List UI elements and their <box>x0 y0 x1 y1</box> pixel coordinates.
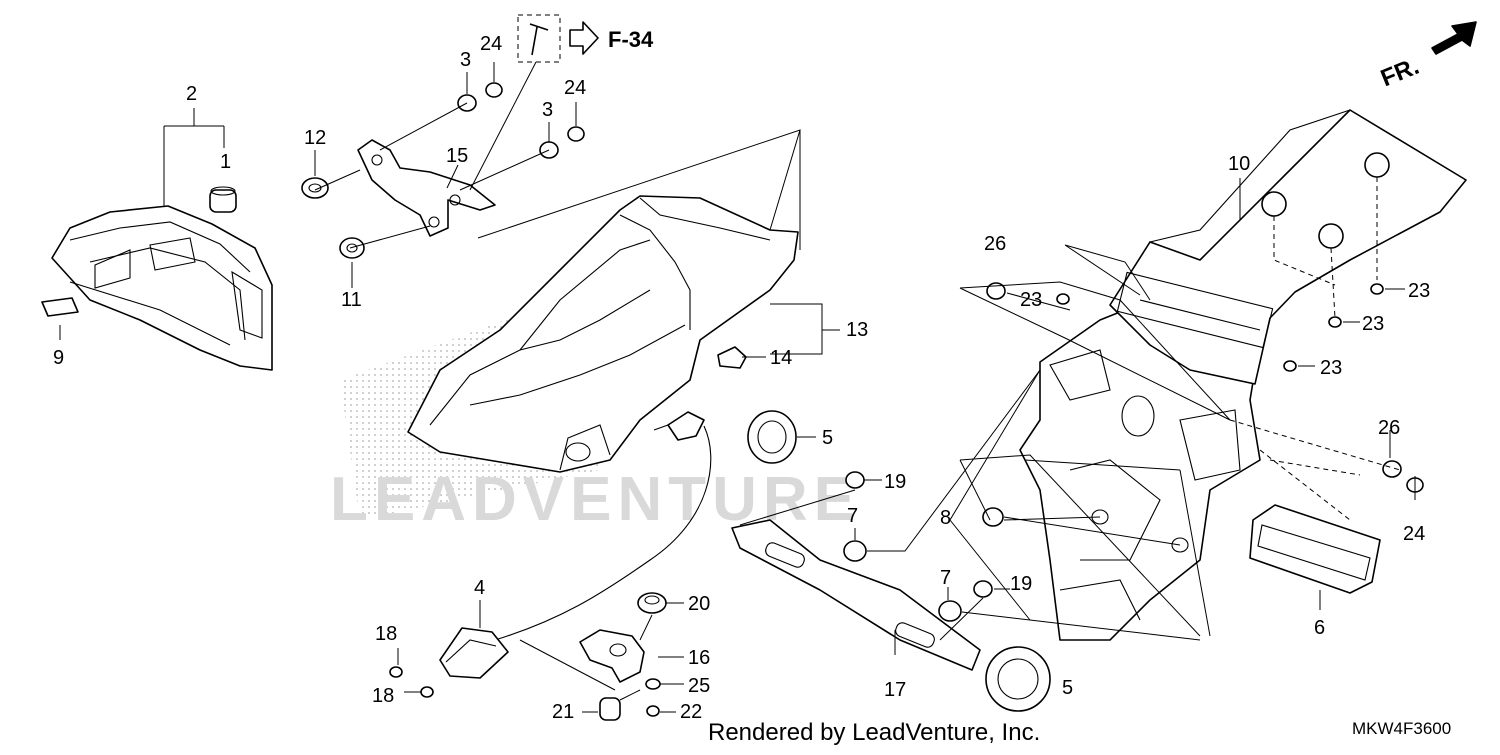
front-label: FR. <box>1377 53 1423 93</box>
callout-3a: 3 <box>460 49 471 71</box>
screw-part-18b <box>420 686 434 698</box>
rear-fender-part-13 <box>407 195 799 473</box>
callout-23b: 23 <box>1408 280 1430 302</box>
washer-part-25 <box>645 678 661 690</box>
callout-26b: 26 <box>1378 417 1400 439</box>
clip-part-14 <box>717 346 747 369</box>
callout-labels: 1 2 3 3 4 5 5 6 7 7 8 9 10 11 12 13 14 1… <box>53 33 1430 723</box>
callout-15: 15 <box>446 145 468 167</box>
callout-10: 10 <box>1228 153 1250 175</box>
callout-21: 21 <box>552 701 574 723</box>
license-bracket-part-17 <box>731 519 981 671</box>
watermark-text: LEADVENTURE <box>330 465 861 534</box>
leader-lines <box>59 61 1416 713</box>
nut-part-24b <box>567 126 585 142</box>
callout-24b: 24 <box>564 77 586 99</box>
grommet-part-20 <box>637 592 667 614</box>
callout-23d: 23 <box>1320 357 1342 379</box>
callout-24c: 24 <box>1403 523 1425 545</box>
bracket-part-15 <box>357 139 496 237</box>
reflector-part-5b <box>985 646 1051 712</box>
callout-8: 8 <box>940 507 951 529</box>
collar-part-8 <box>982 507 1004 527</box>
callout-24a: 24 <box>480 33 502 55</box>
wire-harness <box>494 411 712 641</box>
callout-14: 14 <box>770 347 792 369</box>
callout-19b: 19 <box>1010 573 1032 595</box>
callout-26a: 26 <box>984 233 1006 255</box>
washer-part-26b <box>1382 460 1402 478</box>
callout-13: 13 <box>846 319 868 341</box>
callout-16: 16 <box>688 647 710 669</box>
callout-5b: 5 <box>1062 677 1073 699</box>
cap-part-21 <box>599 697 621 721</box>
screw-part-18a <box>389 666 403 678</box>
footer-credit: Rendered by LeadVenture, Inc. <box>708 719 1040 746</box>
seat-cowl-part-2 <box>51 205 273 371</box>
reflector-part-6 <box>1249 504 1381 594</box>
callout-17: 17 <box>884 679 906 701</box>
nut-part-19a <box>845 471 865 489</box>
grommet-part-7b <box>938 600 962 622</box>
diagram-code: MKW4F3600 <box>1352 719 1451 738</box>
nut-part-24a <box>485 82 503 98</box>
license-light-part-4 <box>439 627 509 679</box>
callout-18b: 18 <box>372 685 394 707</box>
ref-label: F-34 <box>608 27 654 52</box>
callout-19a: 19 <box>884 471 906 493</box>
ref-bolt-box: F-34 <box>517 14 654 63</box>
callout-5a: 5 <box>822 427 833 449</box>
rubber-part-1 <box>209 186 237 213</box>
grommet-part-12 <box>301 177 329 199</box>
callout-4: 4 <box>474 577 485 599</box>
tray-part-10 <box>1109 109 1467 385</box>
callout-2: 2 <box>186 83 197 105</box>
front-direction-indicator: FR. <box>1377 21 1477 93</box>
callout-12: 12 <box>304 127 326 149</box>
callout-6: 6 <box>1314 617 1325 639</box>
bolts-part-23 <box>1056 283 1384 372</box>
callout-1: 1 <box>220 151 231 173</box>
callout-20: 20 <box>688 593 710 615</box>
callout-18a: 18 <box>375 623 397 645</box>
grommet-part-7a <box>843 540 867 562</box>
stay-part-16 <box>579 629 645 683</box>
screw-part-22 <box>646 705 660 717</box>
callout-22: 22 <box>680 701 702 723</box>
reflector-part-5a <box>747 410 797 464</box>
callout-7a: 7 <box>847 505 858 527</box>
callout-23c: 23 <box>1362 313 1384 335</box>
nut-part-19b <box>973 580 993 598</box>
callout-7b: 7 <box>940 567 951 589</box>
callout-23a: 23 <box>1020 289 1042 311</box>
callout-3b: 3 <box>542 99 553 121</box>
washer-part-26a <box>986 282 1006 300</box>
clip-part-9 <box>41 297 79 317</box>
callout-11: 11 <box>341 289 362 311</box>
callout-9: 9 <box>53 347 64 369</box>
grommet-part-11 <box>339 237 365 259</box>
callout-25: 25 <box>688 675 710 697</box>
fender-stay-right <box>1019 299 1261 641</box>
